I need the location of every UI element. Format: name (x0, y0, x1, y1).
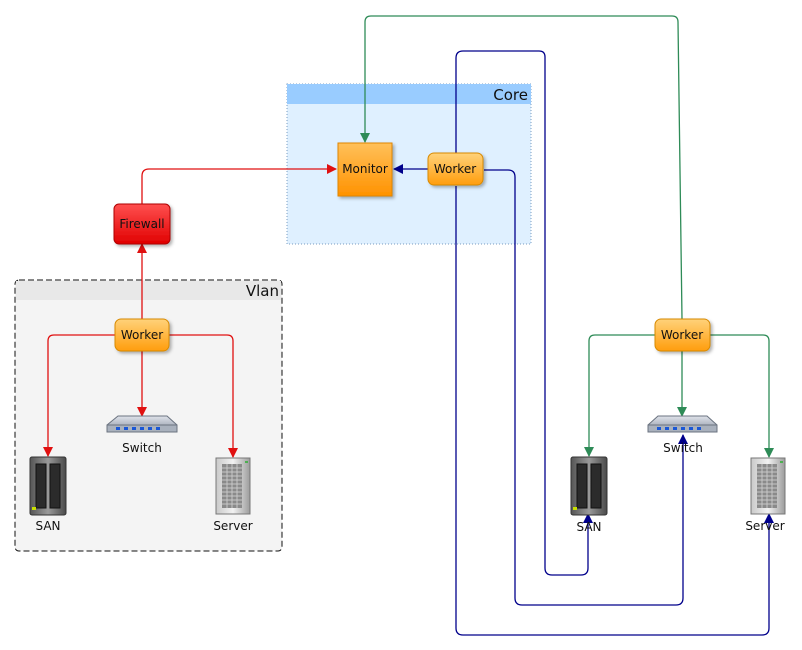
edge-rworker-san[interactable] (584, 334, 655, 457)
core-group-header (287, 84, 531, 104)
right-switch-label: Switch (663, 441, 703, 455)
san-icon (29, 456, 67, 516)
vlan-worker-box (114, 318, 170, 352)
server-icon (750, 457, 786, 515)
firewall-label: Firewall (119, 217, 164, 231)
edge-rworker-server[interactable] (710, 334, 774, 458)
server-icon (215, 457, 251, 515)
vlan-san-label: SAN (35, 519, 60, 533)
vlan-switch-label: Switch (122, 441, 162, 455)
vlan-san-node[interactable]: SAN (29, 456, 67, 533)
san-icon (570, 456, 608, 516)
right-san-node[interactable]: SAN (570, 456, 608, 534)
switch-icon (647, 415, 718, 433)
edge-worker-san[interactable] (43, 334, 115, 457)
edge-cworker-switch[interactable] (484, 169, 688, 606)
core-group-label: Core (493, 86, 528, 104)
green-edges (360, 15, 774, 458)
right-server-label: Server (745, 519, 784, 533)
vlan-server-label: Server (213, 519, 252, 533)
vlan-switch-node[interactable]: Switch (106, 415, 178, 455)
vlan-server-node[interactable]: Server (213, 457, 253, 533)
right-worker-node[interactable]: Worker (654, 318, 711, 352)
right-worker-box (654, 318, 711, 352)
right-worker-label: Worker (661, 328, 703, 342)
core-worker-box (427, 152, 484, 186)
switch-icon (106, 415, 178, 433)
firewall-box (113, 203, 171, 245)
core-group[interactable]: Core (286, 83, 532, 245)
core-worker-label: Worker (434, 162, 476, 176)
blue-edges (393, 50, 774, 636)
red-edges (43, 164, 337, 458)
vlan-group-header (16, 281, 281, 300)
firewall-node[interactable]: Firewall (113, 203, 171, 245)
vlan-worker-node[interactable]: Worker (114, 318, 170, 352)
core-group-body (286, 83, 532, 245)
vlan-worker-label: Worker (121, 328, 163, 342)
monitor-node[interactable]: Monitor (337, 142, 393, 197)
edge-cworker-san[interactable] (455, 50, 593, 576)
edge-worker-server[interactable] (169, 334, 238, 458)
right-server-node[interactable]: Server (745, 457, 786, 533)
right-switch-node[interactable]: Switch (647, 415, 718, 455)
edge-firewall-monitor[interactable] (141, 164, 337, 205)
monitor-box (337, 142, 393, 197)
edge-cworker-server[interactable] (455, 186, 774, 636)
edge-rworker-monitor[interactable] (360, 15, 683, 320)
right-san-label: SAN (576, 520, 601, 534)
core-worker-node[interactable]: Worker (427, 152, 484, 186)
vlan-group-label: Vlan (246, 282, 279, 300)
monitor-label: Monitor (342, 162, 388, 176)
